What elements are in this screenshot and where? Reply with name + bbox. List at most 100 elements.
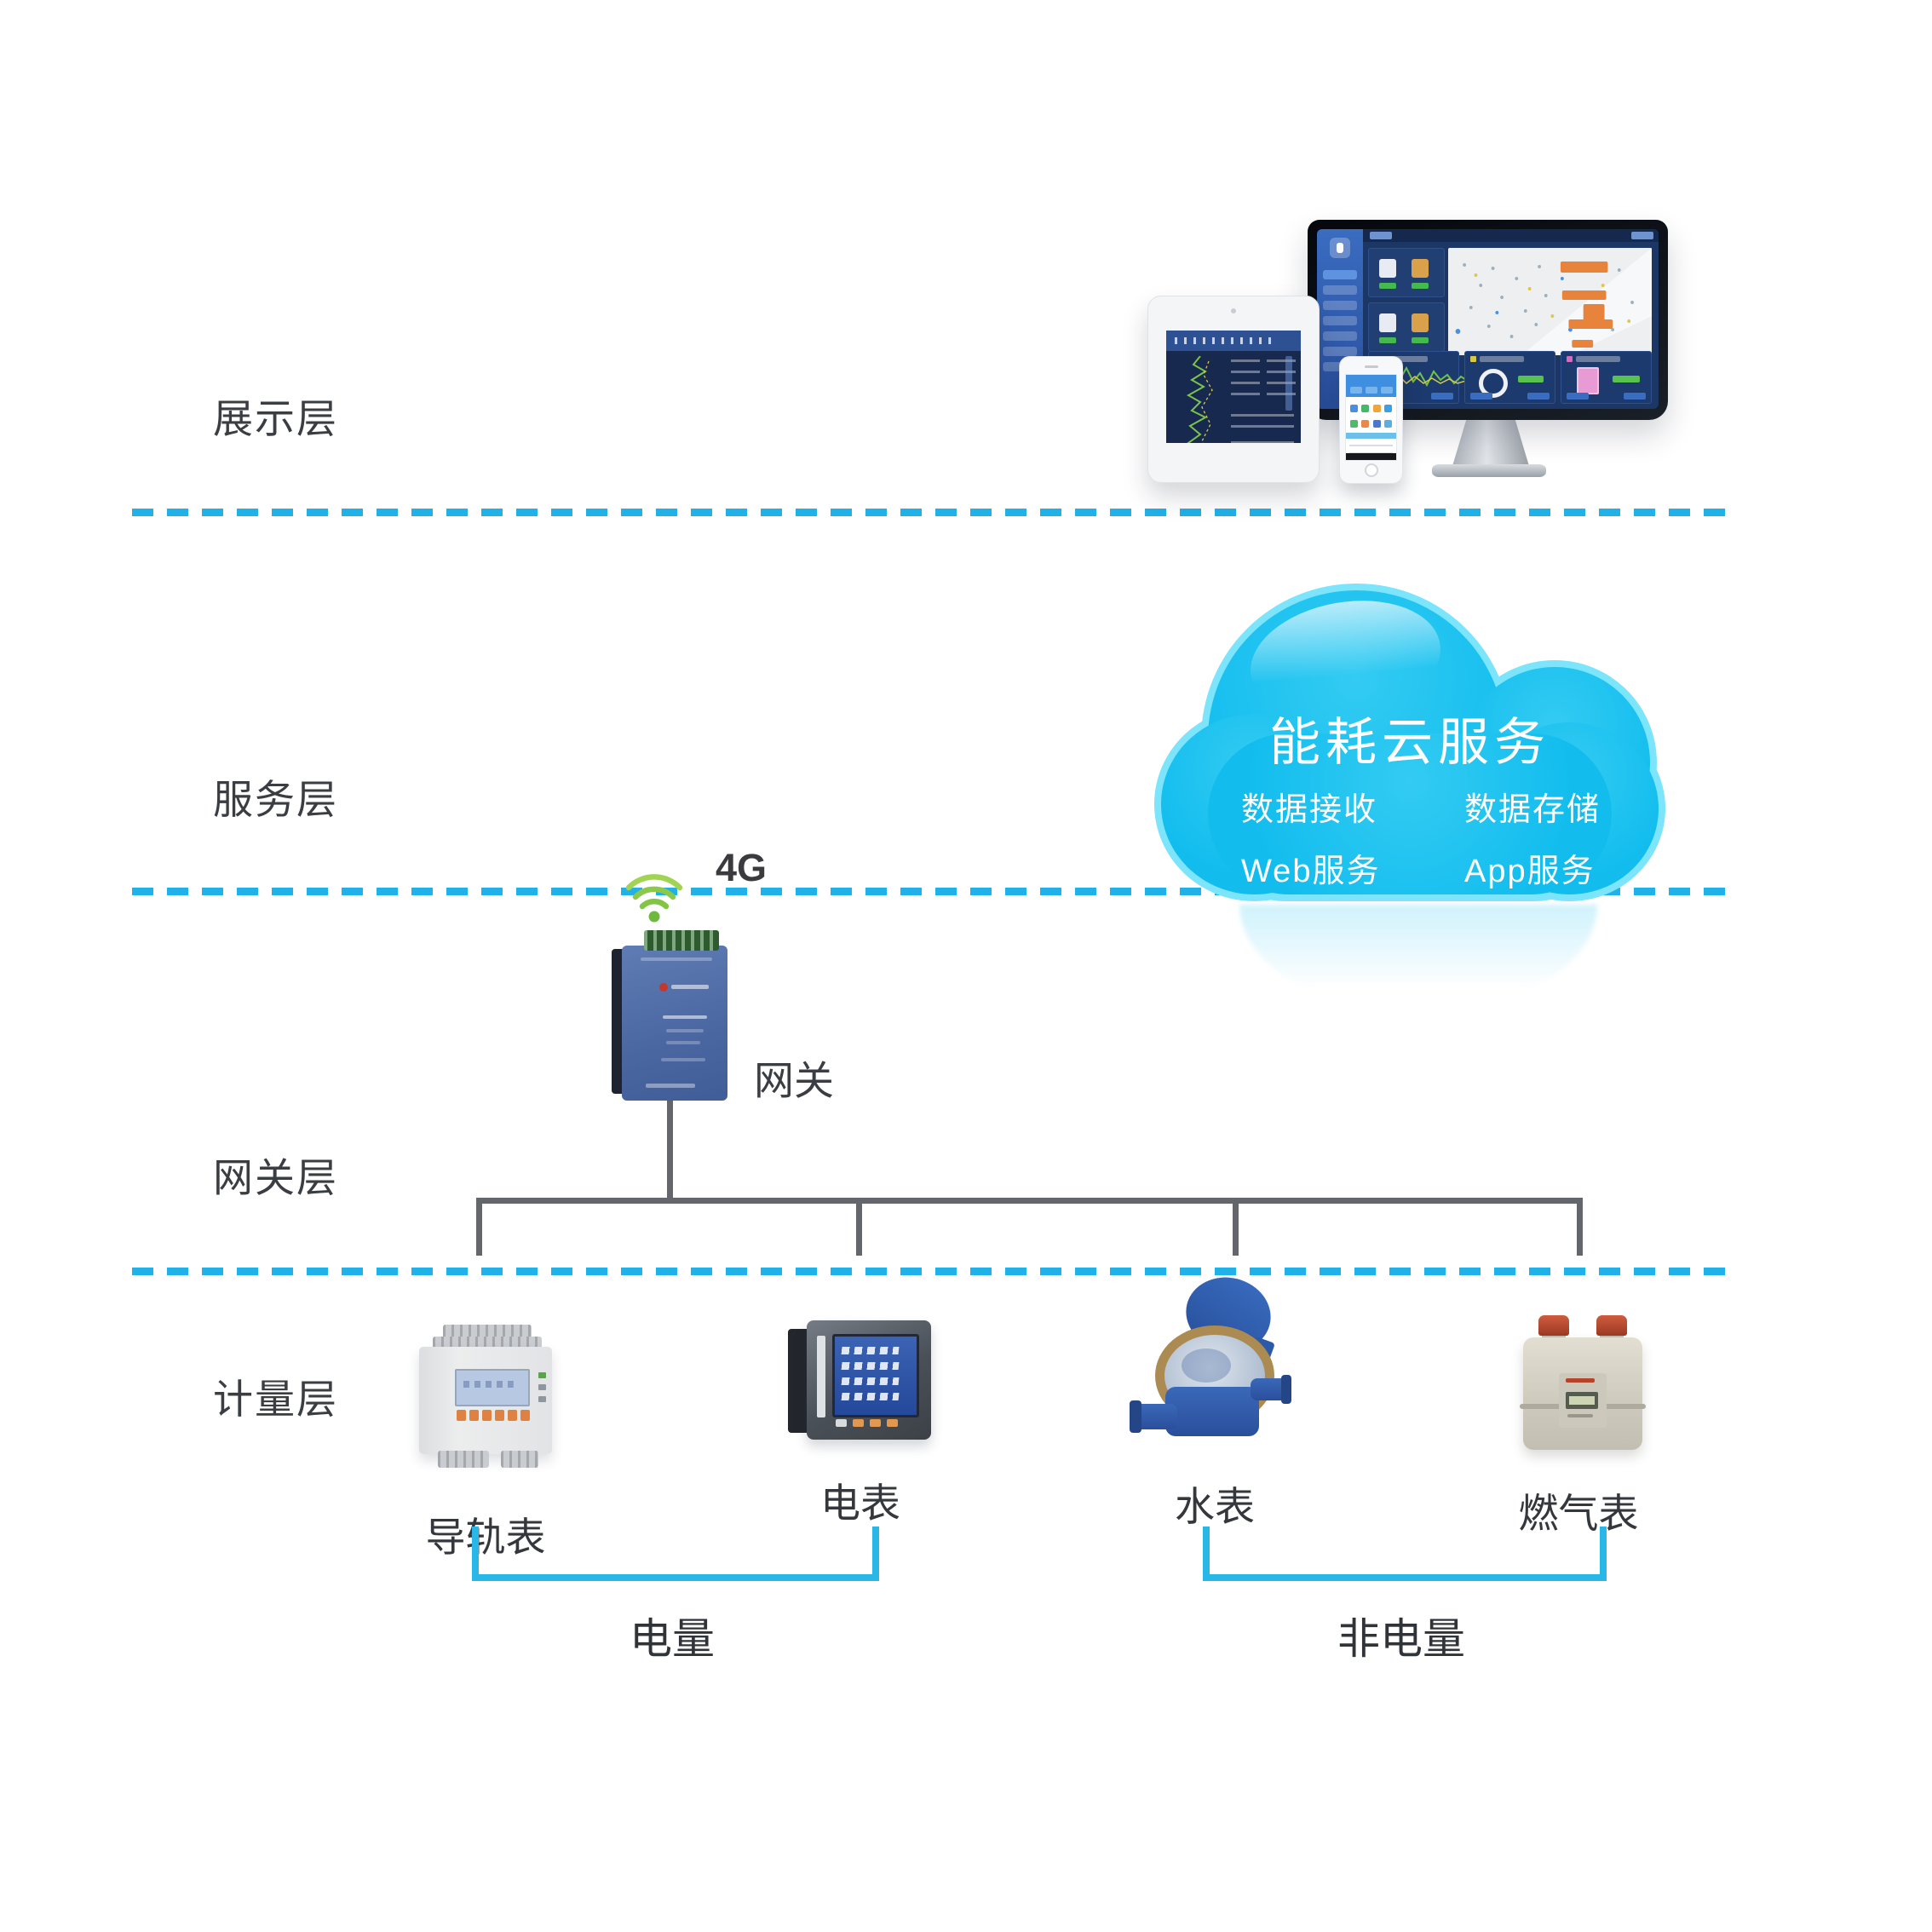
app-icon bbox=[1350, 404, 1359, 412]
stat-value-bar bbox=[1518, 376, 1544, 382]
phone-banner bbox=[1346, 433, 1396, 439]
monitor-side-panels bbox=[1368, 248, 1445, 353]
cloud-title: 能耗云服务 bbox=[1269, 714, 1550, 771]
lcd-digit-row bbox=[841, 1362, 900, 1370]
water-meter-body bbox=[1165, 1387, 1259, 1436]
monitor-topbar bbox=[1363, 229, 1659, 242]
connector-drop-rail-meter bbox=[476, 1198, 482, 1256]
status-badge bbox=[1412, 337, 1429, 344]
map-graphic bbox=[1455, 248, 1652, 355]
meter-terminals bbox=[443, 1325, 532, 1338]
phone-screen bbox=[1345, 374, 1397, 461]
wifi-signal-icon bbox=[620, 862, 688, 929]
gas-meter-brand bbox=[1566, 1378, 1595, 1383]
phone-header-tile bbox=[1381, 387, 1393, 394]
device-label-rail-meter: 导轨表 bbox=[425, 1515, 546, 1560]
monitor-menu-item bbox=[1323, 270, 1357, 279]
meter-button bbox=[887, 1419, 898, 1427]
gateway-terminal-block bbox=[644, 930, 719, 951]
device-label-water-meter: 水表 bbox=[1175, 1484, 1255, 1529]
gateway-led-row bbox=[666, 1041, 700, 1044]
device-label-power-meter: 电表 bbox=[820, 1481, 900, 1526]
phone-header-tile bbox=[1366, 387, 1377, 394]
card-button bbox=[1567, 393, 1589, 400]
gateway-led-row bbox=[666, 1029, 704, 1032]
app-icon bbox=[1350, 419, 1359, 428]
meter-button bbox=[853, 1419, 864, 1427]
connector-drop-water-meter bbox=[1233, 1198, 1239, 1256]
meter-lcd bbox=[832, 1334, 919, 1417]
meter-button bbox=[457, 1410, 466, 1421]
wireless-4g-label: 4G bbox=[716, 846, 768, 889]
gateway-port-row bbox=[641, 957, 712, 961]
monitor-menu-item bbox=[1323, 301, 1357, 310]
cloud-service-data-storage: 数据存储 bbox=[1464, 792, 1601, 828]
gas-meter-neck bbox=[1600, 1332, 1624, 1341]
gas-meter-cap bbox=[1596, 1315, 1627, 1336]
device-tile-icon bbox=[1412, 259, 1429, 278]
monitor-menu-item bbox=[1323, 331, 1357, 341]
stat-value-bar bbox=[1613, 376, 1640, 382]
group-label-non-electric: 非电量 bbox=[1337, 1615, 1465, 1663]
monitor-panel bbox=[1368, 248, 1445, 298]
monitor-menu-item bbox=[1323, 285, 1357, 295]
cloud-icon: 能耗云服务 数据接收 数据存储 Web服务 App服务 bbox=[1154, 584, 1665, 903]
meter-button bbox=[520, 1410, 530, 1421]
monitor-menu-item bbox=[1323, 347, 1357, 356]
tablet-table bbox=[1231, 414, 1294, 434]
tablet-table bbox=[1231, 359, 1260, 404]
status-badge bbox=[1379, 337, 1396, 344]
water-meter-flange bbox=[1130, 1400, 1141, 1433]
app-icon bbox=[1361, 404, 1370, 412]
monitor-stat-card bbox=[1464, 351, 1555, 404]
group-label-electric: 电量 bbox=[630, 1615, 715, 1663]
card-button bbox=[1527, 393, 1550, 400]
layer-label-metering: 计量层 bbox=[213, 1377, 338, 1422]
water-meter-image bbox=[1130, 1268, 1291, 1450]
tablet-bar bbox=[1285, 356, 1292, 411]
connector-gateway-drop bbox=[667, 1101, 673, 1201]
layer-label-gateway: 网关层 bbox=[213, 1155, 338, 1200]
meter-led bbox=[538, 1396, 546, 1402]
water-meter-flange bbox=[1281, 1375, 1291, 1404]
card-dot-icon bbox=[1567, 356, 1573, 362]
monitor-topbar-button bbox=[1370, 232, 1392, 239]
app-icon bbox=[1372, 404, 1381, 412]
meter-button bbox=[495, 1410, 504, 1421]
separator-display-service bbox=[132, 509, 1735, 516]
phone-app-grid bbox=[1348, 400, 1394, 431]
app-icon bbox=[1361, 419, 1370, 428]
cloud-reflection bbox=[1239, 905, 1597, 1011]
tablet-header-ticks bbox=[1175, 337, 1277, 344]
cloud-service-app: App服务 bbox=[1464, 854, 1596, 889]
monitor-bottom-cards bbox=[1368, 351, 1652, 404]
meter-strip bbox=[817, 1336, 825, 1417]
gateway-device-image bbox=[607, 930, 731, 1101]
lcd-digit-row bbox=[841, 1393, 900, 1400]
tablet-table bbox=[1231, 441, 1294, 443]
status-badge bbox=[1412, 283, 1429, 289]
monitor-logo-icon bbox=[1330, 238, 1350, 258]
cloud-service-web: Web服务 bbox=[1241, 854, 1381, 889]
meter-button bbox=[836, 1419, 847, 1427]
card-title-bar bbox=[1576, 356, 1620, 362]
tablet-camera-icon bbox=[1231, 308, 1236, 313]
gas-meter-image bbox=[1520, 1315, 1646, 1450]
monitor-stand bbox=[1452, 420, 1529, 466]
water-meter-dial bbox=[1182, 1348, 1231, 1383]
monitor-topbar-button bbox=[1631, 232, 1653, 239]
meter-terminals bbox=[501, 1451, 538, 1468]
monitor-menu-item bbox=[1323, 316, 1357, 325]
monitor-map bbox=[1448, 248, 1652, 355]
separator-gateway-metering bbox=[132, 1268, 1735, 1275]
meter-button bbox=[469, 1410, 479, 1421]
monitor-stat-card bbox=[1561, 351, 1652, 404]
gateway-led-row bbox=[661, 1058, 705, 1061]
meter-terminals bbox=[438, 1451, 489, 1468]
phone-speaker-icon bbox=[1364, 365, 1378, 368]
app-icon bbox=[1372, 419, 1381, 428]
phone-image bbox=[1339, 356, 1403, 484]
card-dot-icon bbox=[1470, 356, 1476, 362]
meter-led bbox=[538, 1384, 546, 1390]
tablet-header bbox=[1166, 331, 1301, 351]
